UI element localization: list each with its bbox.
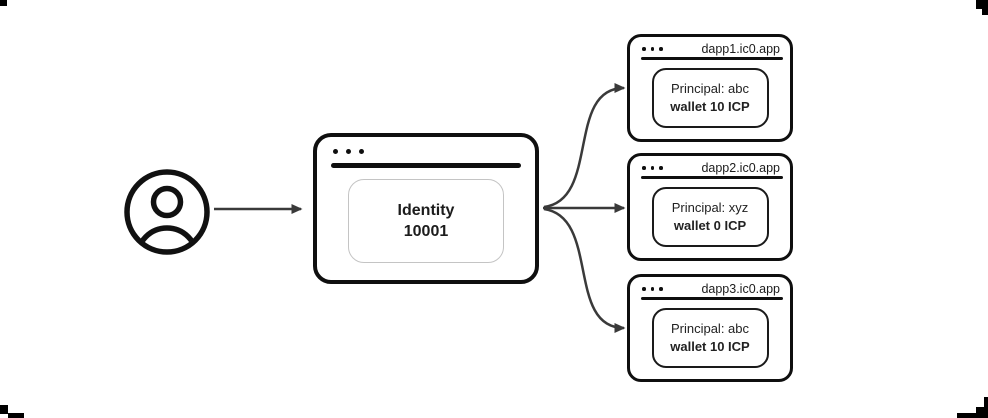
window-dot [650, 166, 654, 170]
address-bar-line [641, 297, 783, 300]
window-dots-icon [642, 47, 663, 51]
identity-number: 10001 [403, 223, 449, 240]
window-dot [650, 287, 654, 291]
corner-mark [976, 0, 988, 9]
wallet-text: wallet 10 ICP [670, 99, 750, 114]
dapp-url: dapp1.ic0.app [701, 42, 780, 56]
window-dot [359, 149, 364, 154]
corner-mark [984, 397, 988, 407]
dapp-url: dapp2.ic0.app [701, 161, 780, 175]
window-dot [333, 149, 338, 154]
principal-text: Principal: xyz [671, 200, 749, 215]
corner-mark [8, 413, 24, 418]
window-dots-icon [642, 287, 663, 291]
identity-box: Identity 10001 [348, 179, 504, 263]
principal-text: Principal: abc [670, 81, 750, 96]
principal-text: Principal: abc [670, 321, 750, 336]
window-dot [659, 287, 663, 291]
window-dot [642, 47, 646, 51]
address-bar-line [331, 163, 521, 168]
window-dot [642, 287, 646, 291]
window-dots-icon [333, 149, 364, 154]
corner-mark [0, 0, 7, 6]
principal-box: Principal: abc wallet 10 ICP [651, 308, 769, 368]
corner-mark [982, 9, 988, 15]
dapp-url: dapp3.ic0.app [701, 282, 780, 296]
identity-name: Identity [397, 202, 455, 219]
arrow-identity-to-dapp3 [543, 207, 626, 333]
corner-mark [957, 413, 988, 418]
corner-mark [0, 405, 8, 414]
corner-mark [976, 407, 988, 413]
window-dot [659, 166, 663, 170]
principal-box: Principal: abc wallet 10 ICP [651, 68, 769, 128]
arrow-identity-to-dapp1 [543, 83, 626, 209]
window-dot [346, 149, 351, 154]
dapp3-browser-window: dapp3.ic0.app Principal: abc wallet 10 I… [627, 274, 793, 382]
wallet-text: wallet 10 ICP [670, 339, 750, 354]
dapp2-browser-window: dapp2.ic0.app Principal: xyz wallet 0 IC… [627, 153, 793, 261]
window-dot [650, 47, 654, 51]
window-dot [659, 47, 663, 51]
wallet-text: wallet 0 ICP [673, 218, 747, 233]
principal-box: Principal: xyz wallet 0 ICP [651, 187, 769, 247]
address-bar-line [641, 57, 783, 60]
dapp1-browser-window: dapp1.ic0.app Principal: abc wallet 10 I… [627, 34, 793, 142]
window-dots-icon [642, 166, 663, 170]
identity-browser-window: Identity 10001 [313, 133, 539, 284]
window-dot [642, 166, 646, 170]
address-bar-line [641, 176, 783, 179]
user-icon [124, 169, 210, 255]
